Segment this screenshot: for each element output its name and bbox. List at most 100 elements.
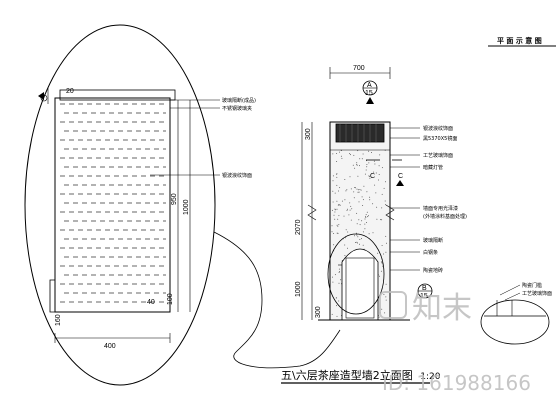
speckle-dot (341, 200, 343, 202)
section-a-letter: A (367, 82, 372, 89)
speckle-dot (357, 189, 359, 191)
speckle-dot (331, 209, 333, 211)
speckle-dot (356, 162, 358, 164)
speckle-dot (361, 158, 363, 160)
speckle-dot (357, 175, 359, 177)
right-note-0: 银波浪纹饰面 (423, 125, 453, 132)
section-c-arrow-icon (396, 180, 404, 186)
speckle-dot (337, 232, 339, 234)
speckle-dot (336, 208, 338, 210)
speckle-dot (378, 174, 380, 175)
speckle-dot (331, 313, 333, 315)
speckle-dot (339, 151, 340, 153)
speckle-dot (332, 190, 334, 192)
speckle-dot (381, 207, 383, 209)
speckle-dot (332, 276, 333, 278)
speckle-dot (349, 153, 351, 155)
speckle-dot (385, 181, 386, 183)
speckle-dot (380, 219, 382, 221)
speckle-dot (372, 203, 374, 205)
speckle-dot (381, 167, 383, 169)
speckle-dot (349, 209, 351, 211)
speckle-dot (333, 244, 335, 246)
speckle-dot (356, 164, 358, 166)
speckle-dot (338, 268, 340, 270)
speckle-dot (357, 242, 358, 244)
dim-400: 400 (104, 343, 116, 350)
speckle-dot (351, 208, 353, 210)
speckle-dot (368, 175, 370, 177)
speckle-dot (338, 271, 340, 273)
break-mark-right (385, 204, 395, 221)
speckle-dot (357, 191, 359, 193)
speckle-dot (356, 164, 358, 165)
speckle-dot (344, 244, 346, 246)
speckle-dot (383, 294, 385, 295)
niche-ellipse (327, 233, 385, 315)
speckle-dot (376, 206, 378, 208)
speckle-dot (332, 201, 334, 203)
speckle-dot (354, 167, 356, 169)
speckle-dot (331, 231, 333, 233)
speckle-dot (378, 179, 379, 181)
section-b-letter: B (422, 285, 427, 292)
speckle-dot (337, 225, 339, 227)
speckle-dot (357, 150, 359, 152)
speckle-dot (358, 201, 360, 203)
speckle-dot (376, 218, 378, 220)
speckle-dot (385, 296, 387, 298)
speckle-dot (334, 274, 336, 276)
speckle-dot (369, 177, 371, 179)
right-note-6: 玻璃隔断 (423, 237, 443, 244)
wave-pattern (60, 103, 166, 303)
speckle-dot (359, 224, 361, 226)
speckle-dot (385, 283, 387, 285)
speckle-dot (362, 205, 364, 206)
speckle-dot (354, 235, 355, 237)
section-arrow-icon (366, 97, 374, 104)
speckle-dot (350, 188, 352, 190)
speckle-dot (365, 214, 367, 216)
speckle-dot (367, 216, 368, 218)
speckle-dot (364, 173, 366, 175)
speckle-dot (362, 199, 364, 201)
break-mark-left (307, 204, 317, 221)
watermark-id: ID: 161988166 (382, 371, 531, 395)
speckle-dot (375, 192, 377, 194)
speckle-dot (344, 255, 346, 256)
speckle-dot (336, 176, 338, 178)
speckle-dot (384, 200, 386, 202)
speckle-dot (383, 253, 384, 255)
column-cap (335, 123, 385, 143)
speckle-dot (344, 199, 346, 201)
speckle-dot (347, 247, 348, 249)
speckle-dot (380, 261, 382, 263)
dim-950: 950 (171, 193, 178, 205)
top-title: 平 面 示 意 图 (497, 36, 542, 45)
speckle-dot (353, 197, 355, 199)
dim-2070: 2070 (295, 219, 302, 235)
speckle-dot (346, 189, 348, 191)
section-a-sheet: 15 (365, 90, 373, 97)
watermark-brand: 知末 (412, 291, 472, 326)
speckle-dot (345, 237, 347, 239)
speckle-dot (381, 219, 383, 221)
speckle-dot (336, 153, 338, 154)
speckle-dot (364, 223, 366, 225)
speckle-dot (368, 162, 370, 164)
watermark-logo-icon (379, 291, 407, 319)
speckle-dot (365, 215, 367, 217)
dim-40: 40 (147, 299, 155, 306)
speckle-dot (338, 204, 340, 206)
speckle-dot (385, 299, 387, 301)
speckle-dot (356, 212, 358, 214)
dim-arrow-icon (38, 92, 44, 100)
right-note-7: 白钢条 (423, 249, 438, 256)
speckle-dot (386, 242, 387, 244)
right-elevation: 700 A 15 C C 300 2 (295, 65, 552, 345)
dim-700: 700 (353, 65, 365, 72)
section-b-sheet: 15 (420, 293, 428, 300)
speckle-dot (332, 180, 334, 182)
speckle-dot (374, 184, 376, 186)
speckle-dot (364, 218, 366, 220)
